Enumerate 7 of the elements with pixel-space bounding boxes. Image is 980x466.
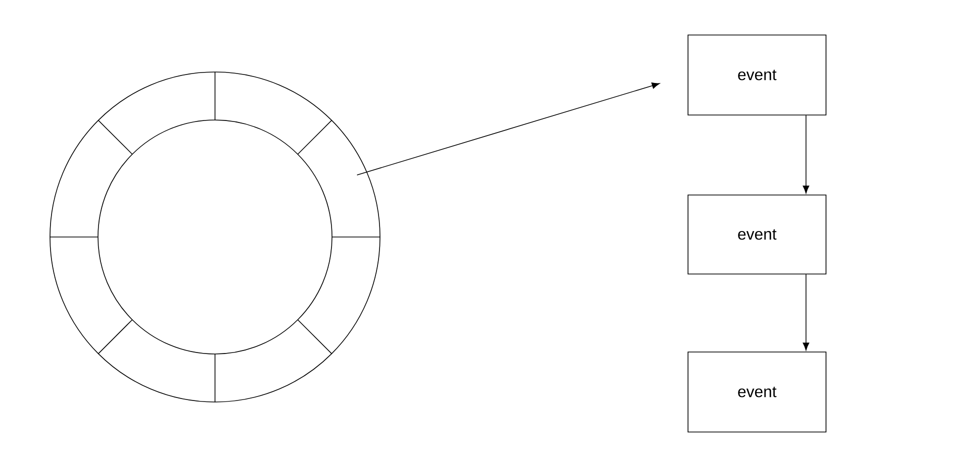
event-box: event (688, 352, 826, 432)
ring-drawing (50, 72, 380, 402)
arrow (802, 115, 810, 194)
arrow (802, 274, 810, 350)
event-box: event (688, 34, 826, 116)
event-box: event (688, 194, 826, 274)
arrow (356, 82, 660, 176)
